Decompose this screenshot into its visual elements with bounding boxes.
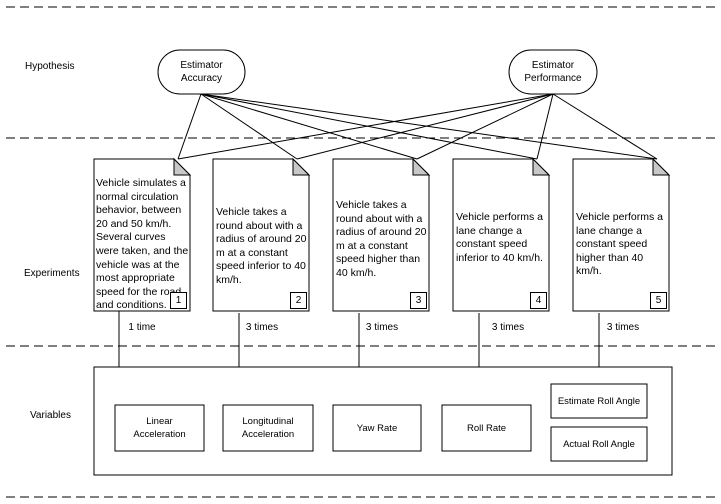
experiment-number-3: 3 bbox=[410, 292, 427, 309]
experiment-times-3: 3 times bbox=[365, 322, 399, 333]
experiment-times-1: 1 time bbox=[128, 322, 156, 333]
hypothesis-oval-performance bbox=[508, 49, 598, 95]
variable-label-yaw-rate: Yaw Rate bbox=[356, 422, 398, 434]
connection-line bbox=[552, 93, 658, 160]
experiment-document bbox=[452, 158, 550, 312]
variable-box-linear bbox=[114, 404, 205, 452]
experiment-number-2: 2 bbox=[290, 292, 307, 309]
document-fold-corner bbox=[652, 157, 671, 176]
variable-box-yaw bbox=[332, 404, 422, 452]
experiment-text-2: Vehicle takes a round about with a radiu… bbox=[216, 206, 307, 286]
connection-line bbox=[536, 93, 554, 160]
variable-box-actual-roll bbox=[550, 426, 648, 462]
hypothesis-connections bbox=[177, 93, 658, 160]
section-label-hypothesis: Hypothesis bbox=[25, 61, 75, 72]
connection-line bbox=[177, 93, 202, 160]
experiment-times-4: 3 times bbox=[491, 322, 525, 333]
experiment-text-5: Vehicle performs a lane change a constan… bbox=[576, 211, 663, 278]
experiment-document bbox=[93, 158, 191, 312]
connection-line bbox=[416, 93, 554, 160]
document-fold-corner bbox=[292, 157, 311, 176]
section-label-experiments: Experiments bbox=[24, 268, 80, 279]
experiment-times-5: 3 times bbox=[606, 322, 640, 333]
variable-box-estimate-roll bbox=[550, 383, 648, 419]
experiment-number-4: 4 bbox=[530, 292, 547, 309]
experiment-number-5: 5 bbox=[650, 292, 667, 309]
hypothesis-oval-accuracy bbox=[157, 49, 246, 95]
experiment-text-1: Vehicle simulates a normal circulation b… bbox=[96, 177, 189, 312]
document-fold-corner bbox=[173, 157, 192, 176]
variable-box-longitudinal bbox=[222, 404, 314, 452]
connection-line bbox=[200, 93, 658, 160]
experiment-document bbox=[332, 158, 430, 312]
connection-line bbox=[200, 93, 418, 160]
connection-line bbox=[200, 93, 298, 160]
variable-label-actual-roll-angle: Actual Roll Angle bbox=[563, 438, 635, 450]
experiment-document bbox=[572, 158, 670, 312]
experiment-number-1: 1 bbox=[170, 292, 187, 309]
experiment-documents bbox=[93, 157, 671, 312]
experiment-document bbox=[212, 158, 310, 312]
document-fold-corner bbox=[532, 157, 551, 176]
experiment-times-2: 3 times bbox=[245, 322, 279, 333]
section-label-variables: Variables bbox=[30, 410, 71, 421]
variable-label-estimate-roll-angle: Estimate Roll Angle bbox=[557, 395, 641, 407]
connection-line bbox=[296, 93, 554, 160]
variable-label-roll-rate: Roll Rate bbox=[466, 422, 507, 434]
variable-box-roll-rate bbox=[441, 404, 532, 452]
document-fold-corner bbox=[412, 157, 431, 176]
connection-line bbox=[177, 93, 554, 160]
experiment-text-4: Vehicle performs a lane change a constan… bbox=[456, 211, 543, 264]
experiment-text-3: Vehicle takes a round about with a radiu… bbox=[336, 199, 427, 279]
connection-line bbox=[200, 93, 538, 160]
